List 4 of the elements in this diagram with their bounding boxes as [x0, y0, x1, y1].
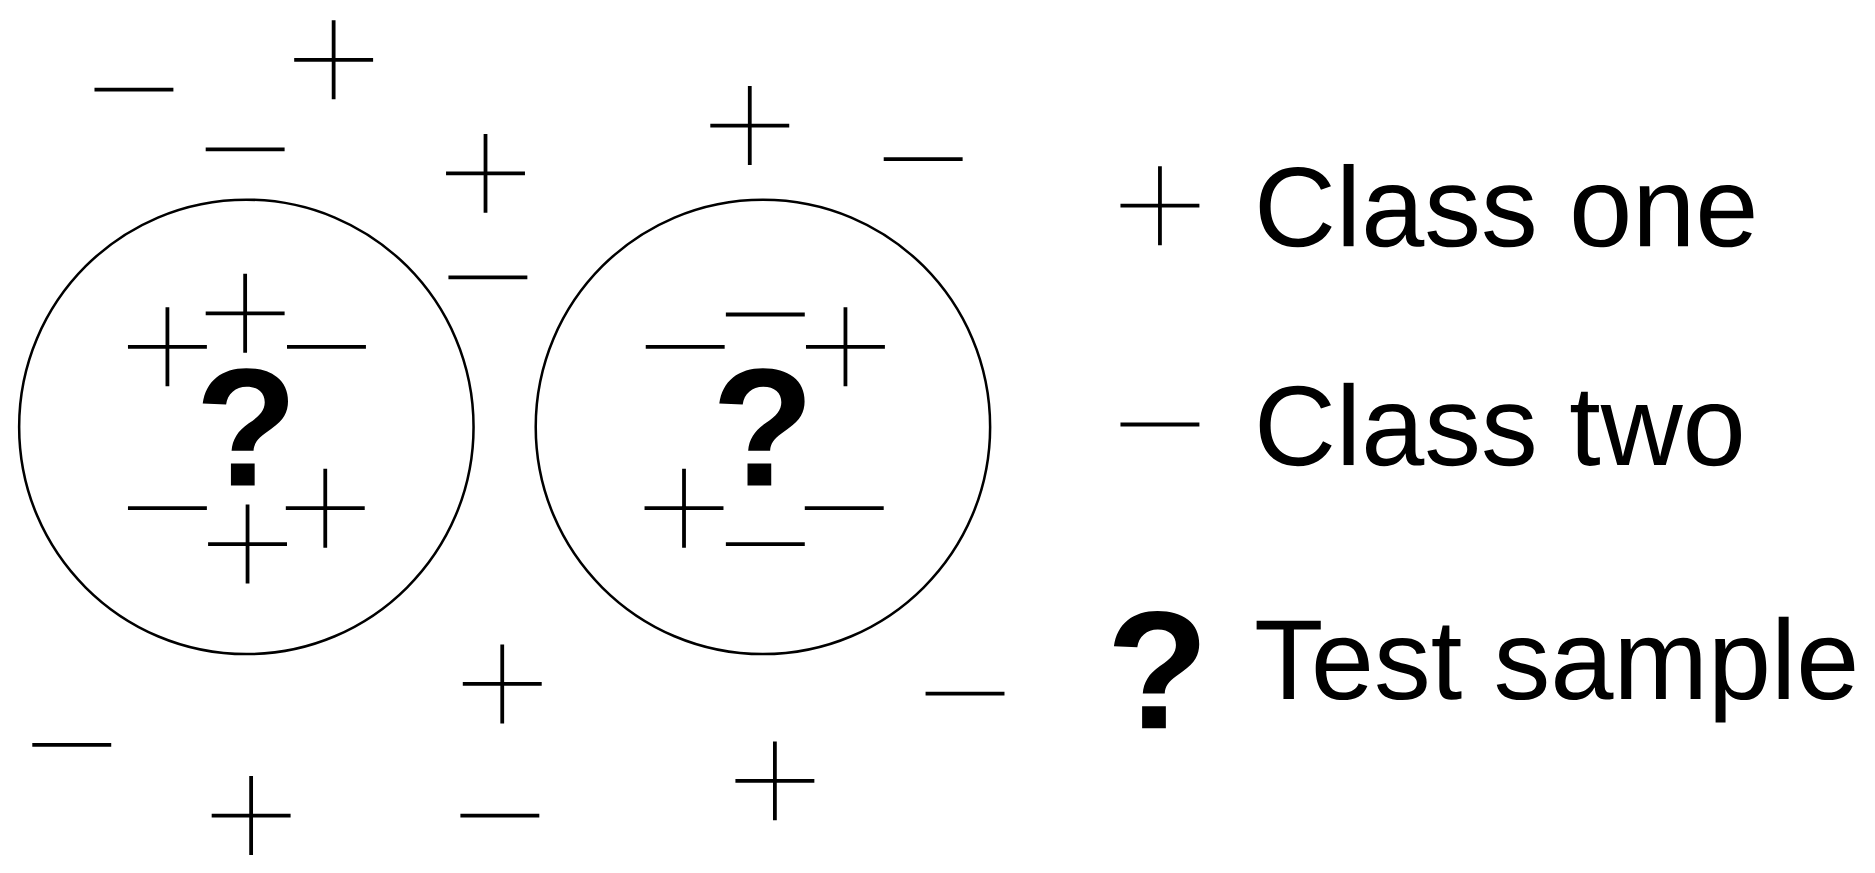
legend-label: Test sample [1256, 616, 1855, 723]
legend-symbol: ? [1113, 610, 1200, 729]
legend-label: Class one [1259, 164, 1754, 248]
legend-label: Class two [1259, 382, 1741, 467]
